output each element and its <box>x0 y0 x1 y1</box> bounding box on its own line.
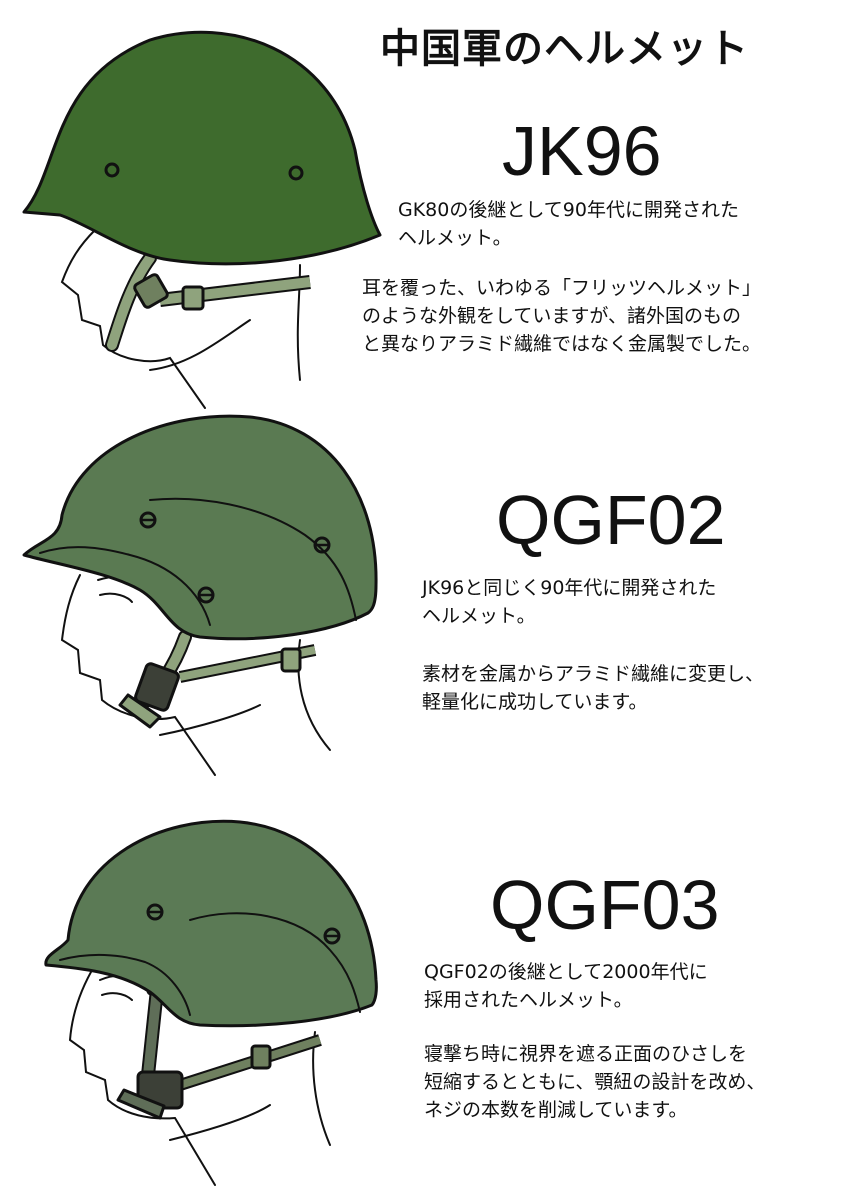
qgf03-helmet-illustration <box>44 819 378 1186</box>
page-title: 中国軍のヘルメット <box>380 26 749 72</box>
qgf03-description-detail: 寝撃ち時に視界を遮る正面のひさしを 短縮するとともに、顎紐の設計を改め、 ネジの… <box>424 1040 765 1124</box>
qgf03-model-name: QGF03 <box>490 866 720 944</box>
jk96-desc-line: と異なりアラミド繊維ではなく金属製でした。 <box>362 333 762 355</box>
jk96-description: GK80の後継として90年代に開発された ヘルメット。 <box>398 196 739 252</box>
qgf03-description: QGF02の後継として2000年代に 採用されたヘルメット。 <box>424 958 708 1014</box>
jk96-desc-line: GK80の後継として90年代に開発された <box>398 199 739 221</box>
jk96-desc-line: ヘルメット。 <box>398 227 512 249</box>
jk96-description-detail: 耳を覆った、いわゆる「フリッツヘルメット」 のような外観をしていますが、諸外国の… <box>362 274 761 358</box>
qgf03-desc-line: ネジの本数を削減しています。 <box>424 1099 688 1121</box>
jk96-helmet-illustration <box>22 30 382 409</box>
jk96-desc-line: 耳を覆った、いわゆる「フリッツヘルメット」 <box>362 277 762 299</box>
qgf03-desc-line: QGF02の後継として2000年代に <box>424 961 708 983</box>
qgf02-model-name: QGF02 <box>496 481 726 559</box>
qgf02-helmet-illustration <box>22 414 378 776</box>
qgf02-description: JK96と同じく90年代に開発された ヘルメット。 <box>422 574 716 630</box>
jk96-model-name: JK96 <box>502 112 662 190</box>
qgf03-desc-line: 寝撃ち時に視界を遮る正面のひさしを <box>424 1043 748 1065</box>
qgf03-desc-line: 採用されたヘルメット。 <box>424 989 633 1011</box>
qgf02-desc-line: JK96と同じく90年代に開発された <box>422 577 717 599</box>
qgf02-desc-line: ヘルメット。 <box>422 605 536 627</box>
qgf02-desc-line: 素材を金属からアラミド繊維に変更し、 <box>422 663 765 685</box>
qgf02-desc-line: 軽量化に成功しています。 <box>422 691 648 713</box>
qgf02-description-detail: 素材を金属からアラミド繊維に変更し、 軽量化に成功しています。 <box>422 660 764 716</box>
jk96-desc-line: のような外観をしていますが、諸外国のもの <box>362 305 742 327</box>
qgf03-desc-line: 短縮するとともに、顎紐の設計を改め、 <box>424 1071 766 1093</box>
